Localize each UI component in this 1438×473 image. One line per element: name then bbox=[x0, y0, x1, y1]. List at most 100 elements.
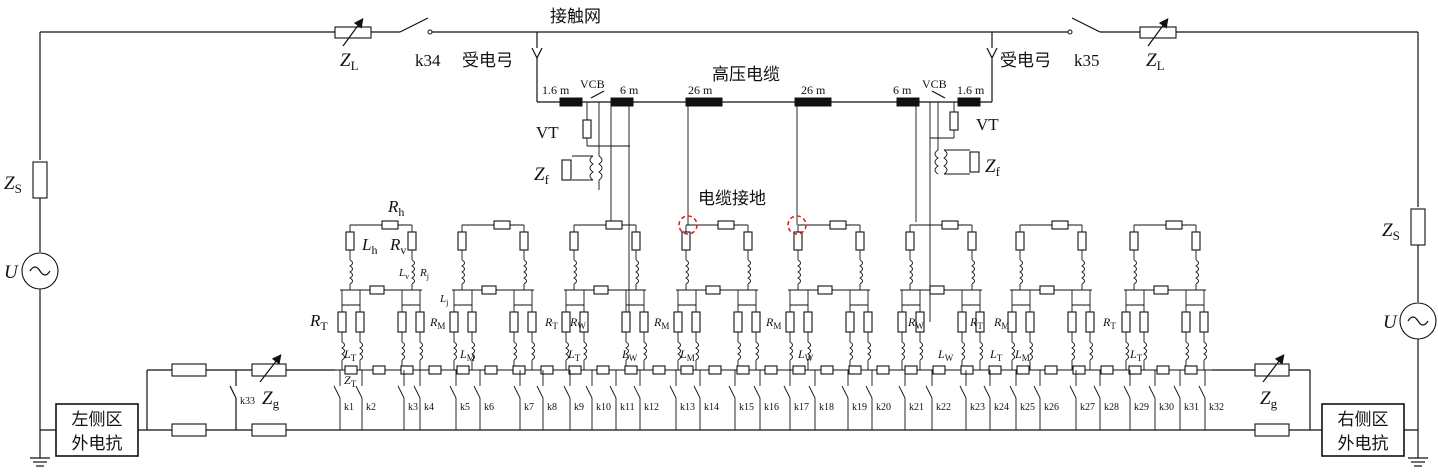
bogie-label-2: RM bbox=[429, 315, 445, 331]
bogie-coil bbox=[755, 341, 759, 361]
zf-right-label: Zf bbox=[985, 156, 1001, 179]
len-label-3: 26 m bbox=[688, 83, 713, 97]
bogie-resistor bbox=[467, 311, 477, 333]
bogie-label-13: RT bbox=[969, 315, 983, 331]
rj-resistor bbox=[481, 285, 497, 295]
bogie-resistor bbox=[621, 311, 631, 333]
lv-coil bbox=[1081, 259, 1085, 285]
bogie-coil bbox=[643, 341, 647, 361]
catenary-label: 接触网 bbox=[550, 7, 601, 27]
bogie-resistor bbox=[691, 311, 701, 333]
rail-resistor bbox=[848, 365, 862, 375]
zl-right-label: ZL bbox=[1146, 50, 1165, 73]
rail-resistor bbox=[624, 365, 638, 375]
lh-resistor bbox=[569, 231, 579, 251]
bogie-coil bbox=[625, 341, 629, 361]
rail-resistor bbox=[820, 365, 834, 375]
bogie-resistor bbox=[527, 311, 537, 333]
lv-coil bbox=[573, 259, 577, 285]
switch-label-k20: k20 bbox=[876, 402, 891, 413]
ground-switch-k3 bbox=[397, 370, 405, 430]
bogie-label-11: RW bbox=[907, 315, 924, 331]
lv-coil bbox=[1133, 259, 1137, 285]
rv-resistor bbox=[1191, 231, 1201, 251]
ground-switch-k25 bbox=[1009, 370, 1017, 430]
bogie-resistor bbox=[733, 311, 743, 333]
rail-resistor bbox=[1044, 365, 1058, 375]
rj-resistor bbox=[817, 285, 833, 295]
rail-resistor bbox=[484, 365, 498, 375]
bogie-resistor bbox=[785, 311, 795, 333]
bogie-coil bbox=[1185, 341, 1189, 361]
rail-resistor bbox=[1156, 365, 1170, 375]
switch-label-k1: k1 bbox=[344, 402, 354, 413]
rh-resistor bbox=[493, 220, 511, 230]
bogie-resistor bbox=[803, 311, 813, 333]
switch-label-k11: k11 bbox=[620, 402, 635, 413]
rail-resistor bbox=[876, 365, 890, 375]
lv-coil bbox=[685, 259, 689, 285]
bogie-coil bbox=[1071, 341, 1075, 361]
bogie-coil bbox=[849, 341, 853, 361]
bogie-coil bbox=[979, 341, 983, 361]
bogie-coil bbox=[419, 341, 423, 361]
ground-switch-k28 bbox=[1093, 370, 1101, 430]
lh-resistor bbox=[345, 231, 355, 251]
zf-left-label: Zf bbox=[534, 164, 550, 187]
ground-switch-k4 bbox=[413, 370, 421, 430]
rj-resistor bbox=[1039, 285, 1055, 295]
outer-circuit bbox=[21, 17, 1437, 467]
vt-left-label: VT bbox=[536, 123, 559, 142]
rail-resistor bbox=[456, 365, 470, 375]
rail-resistor bbox=[400, 365, 414, 375]
switch-label-k12: k12 bbox=[644, 402, 659, 413]
carbody-network bbox=[337, 220, 1209, 370]
lv-coil bbox=[797, 259, 801, 285]
bogie-coil bbox=[565, 341, 569, 361]
rv-resistor bbox=[407, 231, 417, 251]
switch-label-k25: k25 bbox=[1020, 402, 1035, 413]
lv-coil bbox=[1195, 259, 1199, 285]
rv-resistor bbox=[743, 231, 753, 251]
bogie-label-18: LT bbox=[1129, 347, 1143, 363]
u-left-label: U bbox=[4, 262, 19, 283]
ground-switch-k5 bbox=[449, 370, 457, 430]
bogie-label-4: RW bbox=[569, 315, 586, 331]
bogie-coil bbox=[919, 341, 923, 361]
bogie-label-15: LT bbox=[989, 347, 1003, 363]
rail-resistor bbox=[568, 365, 582, 375]
rj-resistor bbox=[705, 285, 721, 295]
rail-resistor bbox=[680, 365, 694, 375]
bogie-coil bbox=[901, 341, 905, 361]
ground-switch-k22 bbox=[925, 370, 933, 430]
pantograph-right-label: 受电弓 bbox=[1000, 51, 1051, 71]
boundary-branches bbox=[146, 354, 1311, 437]
hv-cable-system bbox=[531, 32, 998, 322]
lh-resistor bbox=[457, 231, 467, 251]
switch-label-k9: k9 bbox=[574, 402, 584, 413]
bogie-label-17: RT bbox=[1102, 315, 1116, 331]
ground-switch-k30 bbox=[1148, 370, 1156, 430]
switch-label-k23: k23 bbox=[970, 402, 985, 413]
len-label-1: 1.6 m bbox=[542, 83, 570, 97]
ground-switch-k24 bbox=[983, 370, 991, 430]
rail-resistor bbox=[1016, 365, 1030, 375]
lv-coil bbox=[971, 259, 975, 285]
bogie-coil bbox=[807, 341, 811, 361]
lh-resistor bbox=[1015, 231, 1025, 251]
rj-resistor bbox=[593, 285, 609, 295]
ground-switch-k29 bbox=[1123, 370, 1131, 430]
rail-resistor bbox=[736, 365, 750, 375]
bogie-label-7: RM bbox=[653, 315, 669, 331]
lh-resistor bbox=[681, 231, 691, 251]
bogie-coil bbox=[789, 341, 793, 361]
switch-label-k24: k24 bbox=[994, 402, 1009, 413]
ground-switch-k20 bbox=[865, 370, 873, 430]
bogie-resistor bbox=[639, 311, 649, 333]
switch-label-k5: k5 bbox=[460, 402, 470, 413]
rh-resistor bbox=[717, 220, 735, 230]
bogie-resistor bbox=[1067, 311, 1077, 333]
bogie-label-6: LW bbox=[621, 347, 638, 363]
ground-switch-k13 bbox=[669, 370, 677, 430]
bogie-resistor bbox=[1085, 311, 1095, 333]
